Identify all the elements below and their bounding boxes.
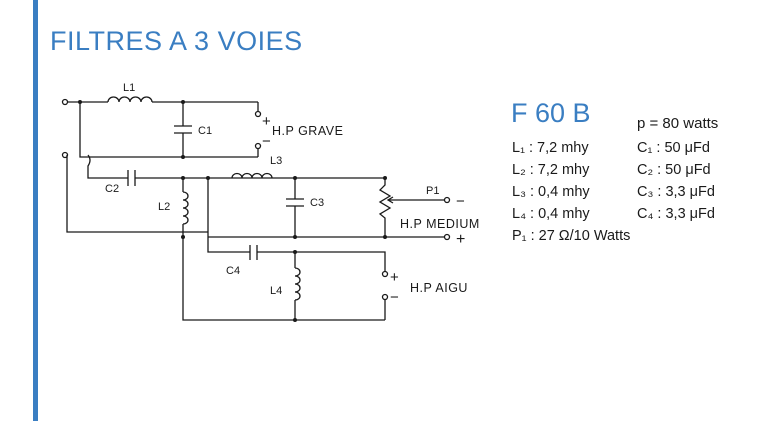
wire-aigu-links — [295, 251, 386, 320]
wire-c1-branch — [174, 102, 192, 157]
model-name: F 60 B — [511, 98, 591, 128]
aigu-minus-sign: − — [390, 289, 399, 306]
spec-l1: L₁ : 7,2 mhy — [512, 140, 589, 156]
grave-plus-sign: + — [262, 113, 271, 130]
label-l4: L4 — [270, 285, 282, 297]
wire-c2-path — [87, 154, 385, 179]
label-p1: P1 — [426, 185, 439, 197]
grave-terminal-plus — [254, 110, 262, 118]
inductor-l4 — [294, 267, 301, 301]
wire-bottom-input — [66, 155, 208, 233]
wire-l2-shunt — [182, 178, 385, 321]
label-c4: C4 — [226, 265, 240, 277]
page-title: FILTRES A 3 VOIES — [50, 26, 303, 56]
spec-c1: C₁ : 50 μFd — [637, 140, 710, 156]
medium-terminal-plus — [443, 233, 451, 241]
aigu-terminal-minus — [381, 293, 389, 301]
spec-l4: L₄ : 0,4 mhy — [512, 206, 590, 222]
spec-c4: C₄ : 3,3 μFd — [637, 206, 715, 222]
spec-p1: P₁ : 27 Ω/10 Watts — [512, 228, 631, 244]
junction-dots — [78, 100, 387, 322]
inductor-l2 — [182, 191, 189, 225]
medium-minus-sign: − — [456, 193, 465, 210]
label-l3: L3 — [270, 155, 282, 167]
capacitor-c3 — [286, 178, 304, 237]
aigu-terminal-plus — [381, 270, 389, 278]
accent-bar — [33, 0, 38, 421]
inductor-l3 — [231, 172, 273, 179]
wire-input-drop — [79, 102, 183, 158]
label-c1: C1 — [198, 125, 212, 137]
medium-label: H.P MEDIUM — [400, 217, 480, 231]
spec-l3: L₃ : 0,4 mhy — [512, 184, 590, 200]
p1-wiper — [386, 196, 445, 204]
grave-label: H.P GRAVE — [272, 124, 343, 138]
aigu-label: H.P AIGU — [410, 281, 468, 295]
label-c3: C3 — [310, 197, 324, 209]
medium-plus-sign: + — [456, 231, 466, 248]
medium-terminal-minus — [443, 196, 451, 204]
capacitor-c2 — [127, 170, 136, 186]
grave-terminal-minus — [254, 142, 262, 150]
label-c2: C2 — [105, 183, 119, 195]
spec-c3: C₃ : 3,3 μFd — [637, 184, 715, 200]
label-l1: L1 — [123, 82, 135, 94]
spec-l2: L₂ : 7,2 mhy — [512, 162, 590, 178]
label-l2: L2 — [158, 201, 170, 213]
component-values-right: C₁ : 50 μFd C₂ : 50 μFd C₃ : 3,3 μFd C₄ … — [637, 137, 715, 225]
spec-c2: C₂ : 50 μFd — [637, 162, 711, 178]
input-terminal-top — [61, 98, 69, 106]
capacitor-c4 — [249, 245, 258, 260]
potentiometer-p1 — [378, 178, 392, 237]
grave-minus-sign: − — [262, 133, 271, 150]
wire-l3-in — [207, 178, 295, 253]
component-values-left: L₁ : 7,2 mhy L₂ : 7,2 mhy L₃ : 0,4 mhy L… — [512, 137, 630, 247]
inductor-l1 — [107, 96, 153, 103]
power-rating: p = 80 watts — [637, 115, 719, 132]
aigu-plus-sign: + — [390, 269, 399, 286]
